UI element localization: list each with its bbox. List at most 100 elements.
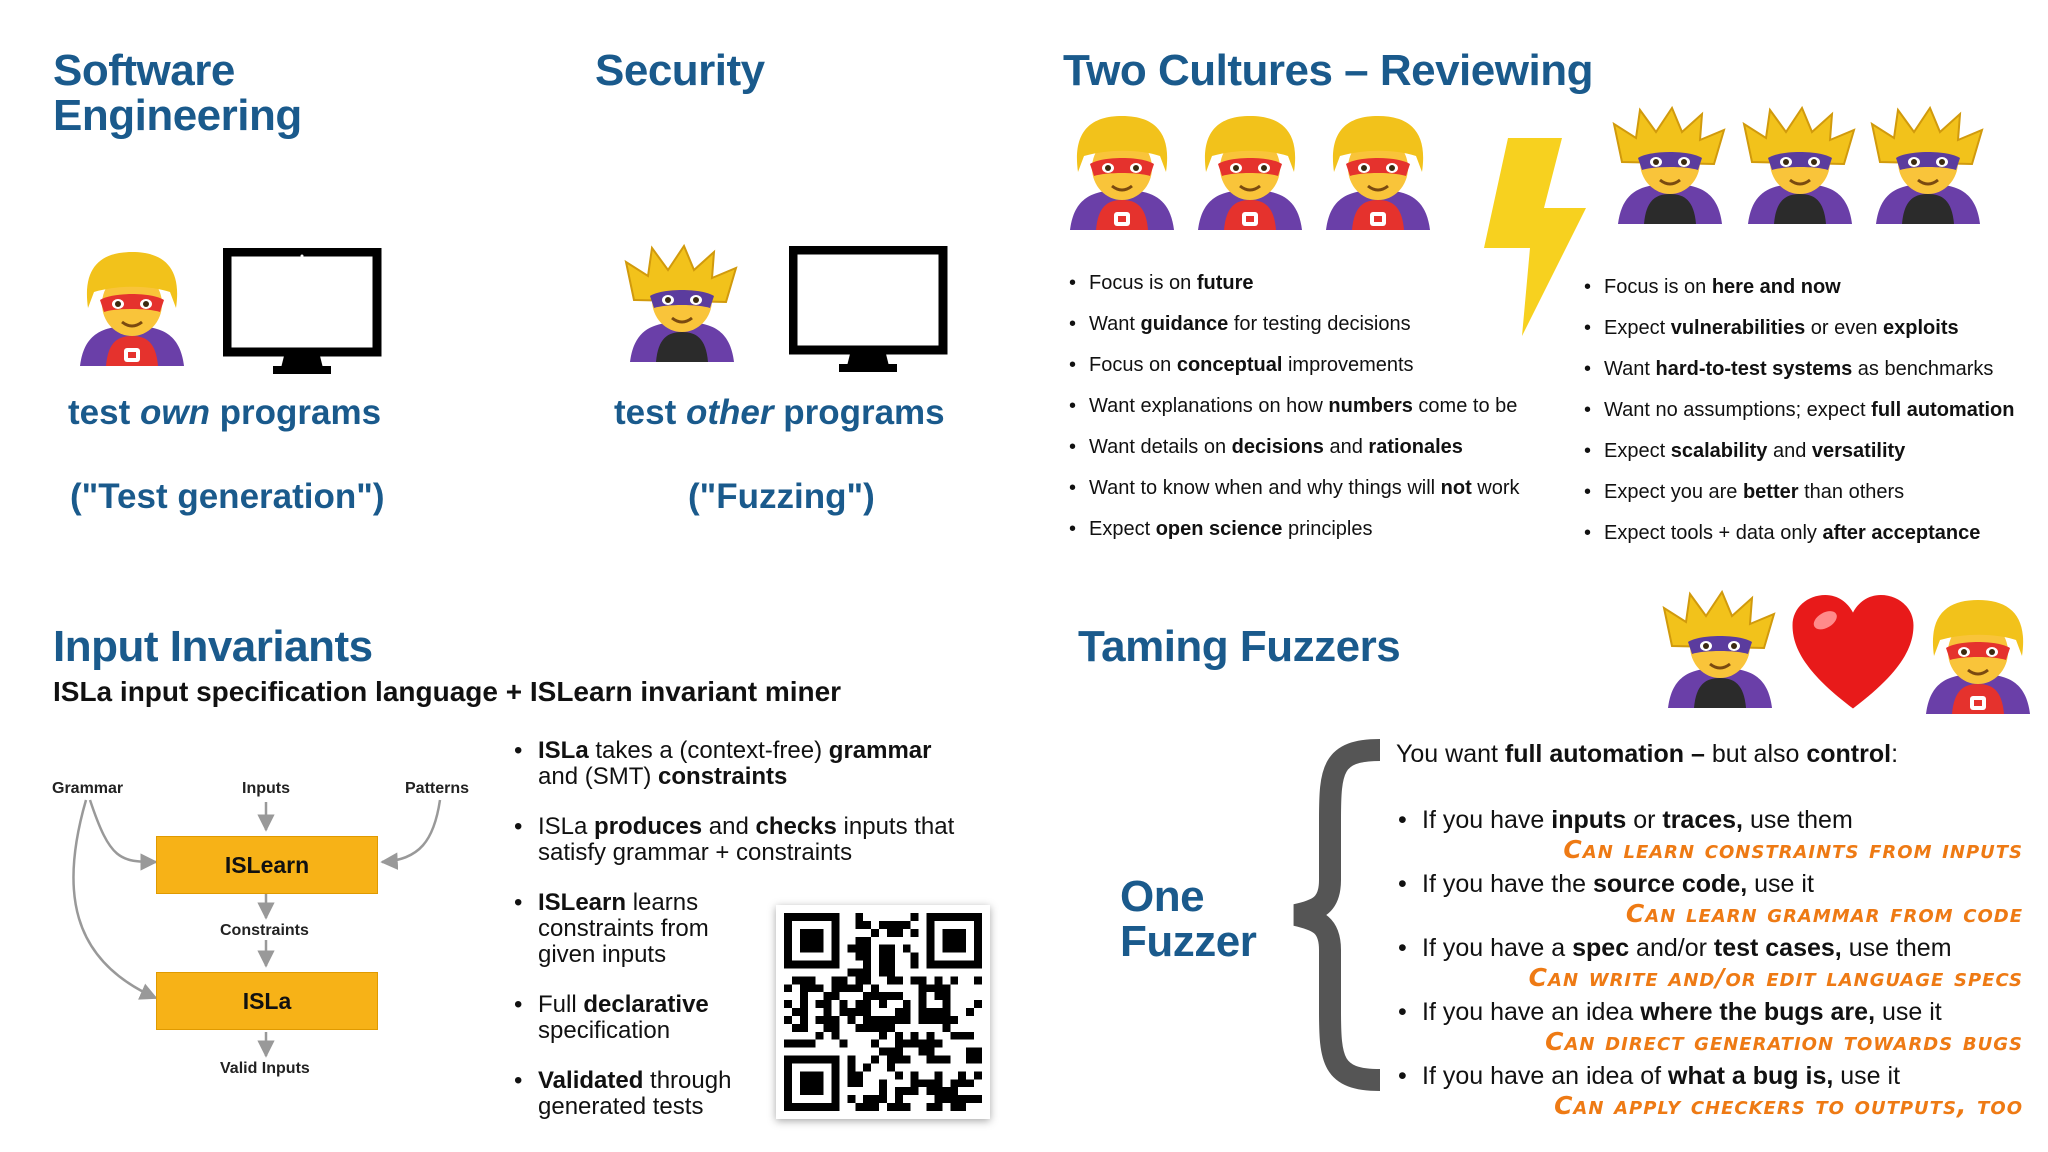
text: Expect you are xyxy=(1604,481,1743,503)
superhero-icon xyxy=(1918,594,2038,719)
bold-text: control xyxy=(1806,740,1892,768)
qr-code-icon xyxy=(776,905,990,1119)
bold-text: numbers xyxy=(1328,395,1413,417)
input-invariants-title: Input Invariants xyxy=(53,622,373,671)
text: Focus is on xyxy=(1089,272,1197,294)
text: or even xyxy=(1805,317,1884,339)
bold-text: conceptual xyxy=(1176,354,1283,376)
bold-text: produces xyxy=(594,813,703,840)
text: use them xyxy=(1743,806,1853,834)
text: principles xyxy=(1282,518,1373,540)
text: given inputs xyxy=(538,941,667,968)
list-item: Expect scalability and versatility xyxy=(1584,431,2044,472)
isla-box: ISLa xyxy=(156,972,378,1030)
bold-text: scalability xyxy=(1670,440,1768,462)
superhero-icon xyxy=(1190,110,1310,235)
input-invariants-subtitle: ISLa input specification language + ISLe… xyxy=(53,676,842,707)
handwritten-note: Can learn constraints from inputs xyxy=(1563,835,2023,864)
handwritten-note: Can direct generation towards bugs xyxy=(1545,1027,2023,1056)
bold-text: full automation xyxy=(1871,399,2015,421)
list-item: Want to know when and why things will no… xyxy=(1069,468,1559,509)
patterns-label: Patterns xyxy=(405,780,470,797)
bold-text: checks xyxy=(755,813,837,840)
security-subcaption: ("Fuzzing") xyxy=(688,477,875,516)
text: If you have the xyxy=(1422,870,1593,898)
bold-text: decisions xyxy=(1231,436,1324,458)
text: for testing decisions xyxy=(1228,313,1411,335)
text: and (SMT) xyxy=(538,763,659,790)
supervillain-icon xyxy=(1610,104,1730,229)
text: come to be xyxy=(1412,395,1518,417)
text: Want no assumptions; expect xyxy=(1604,399,1872,421)
list-item: Want guidance for testing decisions xyxy=(1069,304,1559,345)
bold-text: Validated xyxy=(538,1067,644,1094)
text: takes a (context-free) xyxy=(588,737,829,764)
fuzzer-list-item: If you have an idea where the bugs are, … xyxy=(1396,996,2022,1056)
list-item: Want explanations on how numbers come to… xyxy=(1069,386,1559,427)
bold-text: where the bugs are, xyxy=(1640,998,1876,1026)
monitor-icon xyxy=(222,247,383,381)
text: improvements xyxy=(1282,354,1414,376)
bold-text: open science xyxy=(1155,518,1283,540)
text: If you have an idea xyxy=(1422,998,1641,1026)
supervillain-icon xyxy=(622,242,742,367)
text: learns xyxy=(626,889,699,916)
one-fuzzer-label: One Fuzzer xyxy=(1120,872,1257,966)
bold-text: grammar xyxy=(828,737,932,764)
text: If you have a xyxy=(1422,934,1573,962)
text: Focus on xyxy=(1089,354,1177,376)
text: but also xyxy=(1711,740,1807,768)
se-subcaption: ("Test generation") xyxy=(70,477,385,516)
bold-text: vulnerabilities xyxy=(1670,317,1806,339)
list-item: Focus on conceptual improvements xyxy=(1069,345,1559,386)
text: use them xyxy=(1841,934,1952,962)
lightning-icon xyxy=(1470,138,1590,343)
bold-text: declarative xyxy=(583,991,709,1018)
text: as benchmarks xyxy=(1852,358,1994,380)
bold-text: not xyxy=(1440,477,1472,499)
bold-text: full automation – xyxy=(1504,740,1712,768)
bold-text: ISLa xyxy=(538,737,589,764)
two-cultures-right-list: Focus is on here and nowExpect vulnerabi… xyxy=(1584,267,2044,554)
bold-text: exploits xyxy=(1883,317,1959,339)
fuzzer-intro: You want full automation – but also cont… xyxy=(1396,740,1898,769)
inputs-label: Inputs xyxy=(242,780,290,797)
isla-diagram: Grammar Inputs Patterns ISLearn Constrai… xyxy=(40,770,500,1090)
handwritten-note: Can apply checkers to outputs, too xyxy=(1554,1091,2023,1120)
text: ISLa xyxy=(538,813,595,840)
text: Expect tools + data only xyxy=(1604,522,1823,544)
fuzzer-list: If you have inputs or traces, use themCa… xyxy=(1396,804,2022,1124)
bold-text: test cases, xyxy=(1713,934,1842,962)
bold-text: after acceptance xyxy=(1822,522,1981,544)
text: and xyxy=(1767,440,1812,462)
text: : xyxy=(1891,740,1899,768)
bold-text: versatility xyxy=(1811,440,1906,462)
fuzzer-list-item: If you have inputs or traces, use themCa… xyxy=(1396,804,2022,864)
text: Want details on xyxy=(1089,436,1232,458)
fuzzer-list-item: If you have a spec and/or test cases, us… xyxy=(1396,932,2022,992)
list-item: Expect you are better than others xyxy=(1584,472,2044,513)
text: If you have an idea of xyxy=(1422,1062,1669,1090)
text: satisfy grammar + constraints xyxy=(538,839,853,866)
islearn-box: ISLearn xyxy=(156,836,378,894)
supervillain-icon xyxy=(1740,104,1860,229)
text: Expect xyxy=(1604,317,1671,339)
text: Expect xyxy=(1604,440,1671,462)
list-item: Want no assumptions; expect full automat… xyxy=(1584,390,2044,431)
list-item: Expect tools + data only after acceptanc… xyxy=(1584,513,2044,554)
brace-icon xyxy=(1268,730,1388,1105)
list-item: Expect open science principles xyxy=(1069,509,1559,550)
taming-fuzzers-title: Taming Fuzzers xyxy=(1078,622,1401,671)
monitor-icon xyxy=(788,245,949,379)
se-caption: test own programs xyxy=(68,393,382,432)
text: Expect xyxy=(1089,518,1156,540)
list-item: Focus is on future xyxy=(1069,263,1559,304)
list-item: Want details on decisions and rationales xyxy=(1069,427,1559,468)
text: Want xyxy=(1089,313,1141,335)
fuzzer-list-item: If you have an idea of what a bug is, us… xyxy=(1396,1060,2022,1120)
constraints-label: Constraints xyxy=(220,922,309,939)
